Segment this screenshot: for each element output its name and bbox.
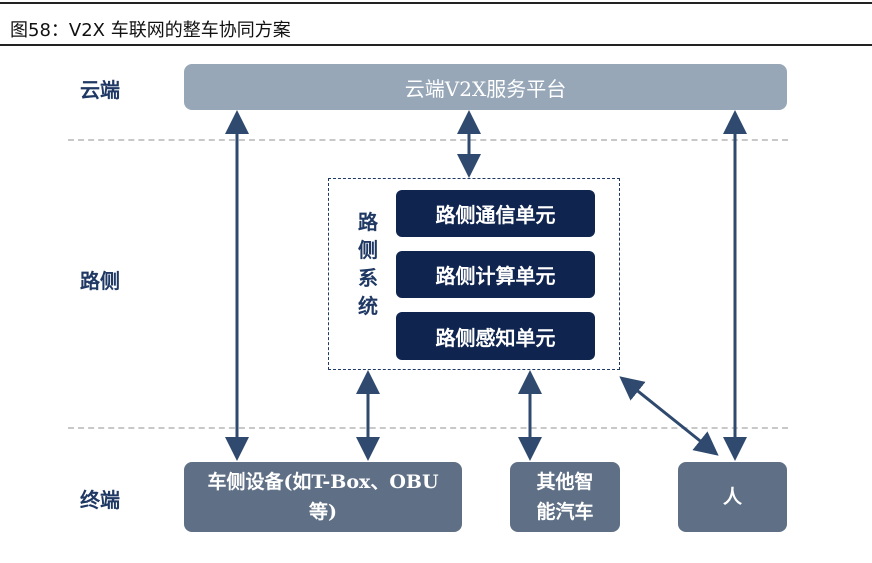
roadside-system-frame xyxy=(328,178,620,370)
roadside-unit-computing: 路侧计算单元 xyxy=(396,251,595,298)
figure-title: 图58：V2X 车联网的整车协同方案 xyxy=(10,20,291,41)
roadside-unit-communication: 路侧通信单元 xyxy=(396,190,595,237)
terminal-person: 人 xyxy=(678,462,787,532)
layer-label-roadside: 路侧 xyxy=(80,269,120,293)
terminal-other-smart-cars: 其他智能汽车 xyxy=(510,462,620,532)
top-rule xyxy=(0,2,872,4)
divider-roadside-terminal xyxy=(68,427,788,429)
roadside-unit-sensing: 路侧感知单元 xyxy=(396,312,595,360)
layer-label-terminal: 终端 xyxy=(80,488,120,512)
title-rule xyxy=(0,44,872,46)
divider-cloud-roadside xyxy=(68,139,788,141)
arrow-roadside-person xyxy=(619,376,719,456)
terminal-vehicle-device: 车侧设备(如T-Box、OBU等) xyxy=(184,462,462,532)
layer-label-cloud: 云端 xyxy=(80,78,120,102)
roadside-system-label: 路侧系统 xyxy=(358,210,378,318)
cloud-platform-box: 云端V2X服务平台 xyxy=(184,64,787,110)
